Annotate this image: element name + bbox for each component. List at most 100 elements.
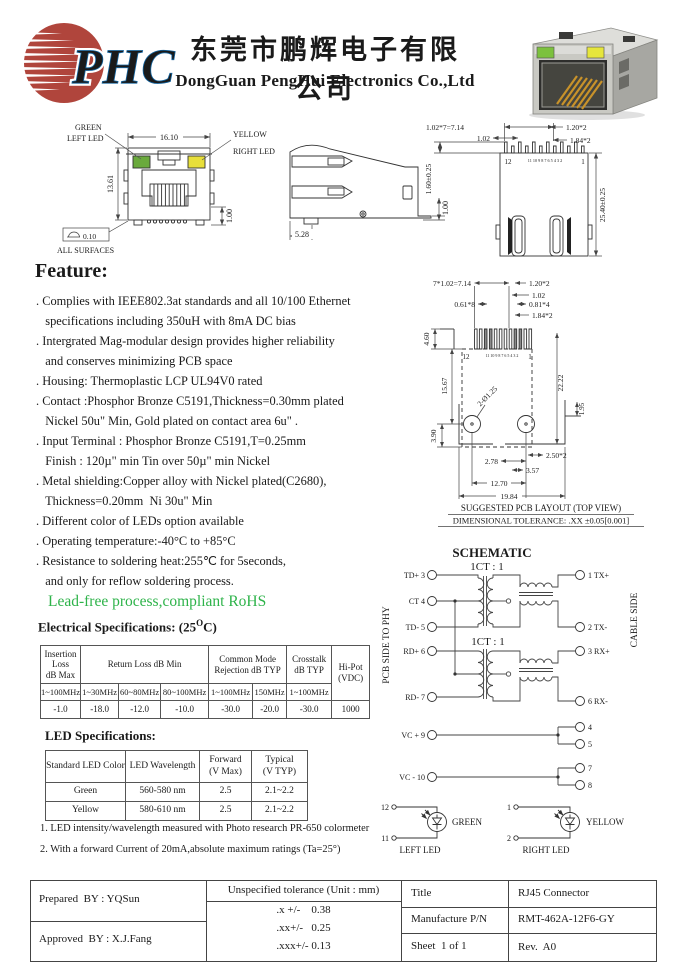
top-view-dimlines: [434, 123, 602, 257]
transformer1-ratio: 1CT : 1: [470, 561, 503, 573]
divider: [206, 881, 207, 961]
freq-cell: 150MHz: [252, 683, 288, 701]
value-cell: 1000: [331, 700, 371, 719]
led-row-cell: 2.5: [199, 782, 252, 802]
pn-value: RMT-462A-12F6-GY: [518, 913, 615, 925]
top-dim-height: 1.60±0.25: [424, 164, 433, 195]
title-block: Prepared BY : YQSun Approved BY : X.J.Fa…: [30, 880, 657, 962]
led-left-pin-11: 11: [381, 834, 389, 843]
top-dim-a: 1.20*2: [566, 123, 587, 132]
divider: [508, 881, 509, 961]
divider: [401, 907, 656, 908]
feature-item: specifications including 350uH with 8mA …: [36, 314, 296, 328]
schematic-title: SCHEMATIC: [452, 545, 531, 560]
feature-item: . Metal shielding:Copper alloy with Nick…: [36, 474, 327, 488]
pin-tx-plus: 1 TX+: [588, 571, 610, 580]
led-spec-notes: 1. LED intensity/wavelength measured wit…: [40, 818, 369, 860]
schematic-wiring: [436, 574, 576, 786]
freq-cell: 1~30MHz: [80, 683, 120, 701]
company-name-chinese: 东莞市鹏辉电子有限公司: [190, 35, 460, 105]
tolerance-header: Unspecified tolerance (Unit : mm): [227, 884, 380, 896]
top-view-wedge-right: [567, 217, 571, 255]
feature-item: and only for reflow soldering process.: [36, 574, 234, 588]
pin-vc-minus: VC - 10: [399, 773, 425, 782]
pcb-dim-pitch-total: 7*1.02=7.14: [433, 279, 471, 288]
front-view-drawing: 16.10 13.61 1.00 0.10 ALL SURFACES GREEN…: [57, 123, 275, 255]
led-row-cell: 2.5: [199, 801, 252, 821]
front-green-label: GREEN: [75, 123, 102, 132]
photo-side-vent2: [619, 74, 629, 90]
top-view-wedge-left: [508, 217, 512, 255]
pcb-dim-g: 15.67: [440, 377, 449, 394]
pcb-dim-j: 3.90: [429, 429, 438, 442]
front-yellow-led: [187, 155, 206, 169]
dim-bg: [496, 491, 522, 500]
side-dim-pitch: 5.28: [295, 230, 309, 239]
feature-item: . Operating temperature:-40°C to +85°C: [36, 534, 236, 548]
side-view-outline: [289, 144, 432, 225]
top-view-drawing: 1.02*7=7.14 1.02 1.20*2 1.84*2 1.60±0.25…: [424, 123, 607, 257]
pcb-dim-h: 22.22: [556, 374, 565, 391]
company-name-english: DongGuan PengHui Electronics Co.,Ltd: [175, 71, 475, 90]
photo-yellow-led: [586, 46, 605, 59]
freq-cell: 1~100MHz: [286, 683, 333, 701]
pin-td-minus: TD- 5: [406, 623, 425, 632]
top-pin-mid: 11 10 9 8 7 6 5 4 3 2: [528, 158, 562, 163]
side-dim-standoff: 1.00: [441, 201, 450, 215]
pcb-dim-k: 2.50*2: [546, 451, 567, 460]
pin-rx-minus: 6 RX-: [588, 697, 608, 706]
dim-bg: [487, 478, 511, 487]
feature-item: . Contact :Phosphor Bronze C5191,Thickne…: [36, 394, 344, 408]
led-left-color-label: GREEN: [452, 817, 482, 827]
feature-item: Finish : 120µ" min Tin over 50µ" min Nic…: [36, 454, 271, 468]
value-cell: -1.0: [39, 700, 82, 719]
front-yellow-label: YELLOW: [233, 130, 267, 139]
pin-4: 4: [588, 723, 592, 732]
pn-label: Manufacture P/N: [411, 913, 488, 925]
front-left-led-label: LEFT LED: [67, 134, 104, 143]
value-cell: -20.0: [252, 700, 288, 719]
col-return-loss: Return Loss dB Min: [80, 645, 210, 684]
divider: [401, 881, 402, 961]
electrical-title-sup: O: [196, 618, 204, 628]
top-pin-1: 1: [581, 158, 585, 166]
top-dim-length: 25.40±0.25: [598, 188, 607, 222]
led-row-cell: 2.1~2.2: [251, 782, 308, 802]
pin-5: 5: [588, 740, 592, 749]
feature-item: . Intergrated Mag-modular design provide…: [36, 334, 335, 348]
title-label: Title: [411, 887, 432, 899]
electrical-spec-table: Insertion Loss dB Max Return Loss dB Min…: [39, 645, 371, 719]
electrical-title-post: C): [203, 619, 217, 635]
pin-8: 8: [588, 781, 592, 790]
feature-title: Feature:: [35, 260, 108, 282]
pcb-caption2: DIMENSIONAL TOLERANCE: .XX ±0.05[0.001]: [453, 516, 630, 526]
divider: [31, 921, 206, 922]
sheet-label: Sheet 1 of 1: [411, 940, 467, 952]
pcb-layout-drawing: 7*1.02=7.14 1.20*2 1.02 0.61*8 0.81*4 1.…: [422, 279, 644, 527]
photo-top-band: [535, 46, 611, 54]
col-insertion-loss: Insertion Loss dB Max: [39, 645, 82, 684]
led-right-pin-2: 2: [507, 834, 511, 843]
photo-gold-contacts: [556, 75, 603, 110]
logo-text-halo: PHC: [71, 38, 175, 94]
front-dim-standoff: 1.00: [225, 209, 234, 223]
pcb-caption1: SUGGESTED PCB LAYOUT (TOP VIEW): [461, 503, 621, 513]
transformer2-ratio: 1CT : 1: [471, 636, 504, 648]
col-hipot: Hi-Pot (VDC): [331, 645, 371, 701]
rev-label: Rev. A0: [518, 941, 557, 953]
front-view-leaders: [104, 133, 232, 161]
feature-item: Nickel 50u" Min, Gold plated on contact …: [36, 414, 298, 428]
pcb-dim-e: 1.84*2: [532, 311, 553, 320]
led-row-cell: 560-580 nm: [125, 782, 200, 802]
pcb-dim-pitch: 1.02: [532, 291, 545, 300]
tolerance-xxx: .xxx+/- 0.13: [276, 940, 331, 952]
pcb-dim-hole: 2-Ø1.25: [475, 384, 499, 408]
pcb-dim-f: 4.60: [422, 332, 431, 345]
divider: [401, 933, 656, 934]
value-cell: -30.0: [286, 700, 333, 719]
pcb-outline: [440, 328, 581, 448]
photo-top-latch: [559, 32, 573, 39]
top-pin-12: 12: [505, 158, 513, 166]
pcb-dim-o: 19.84: [501, 492, 518, 501]
